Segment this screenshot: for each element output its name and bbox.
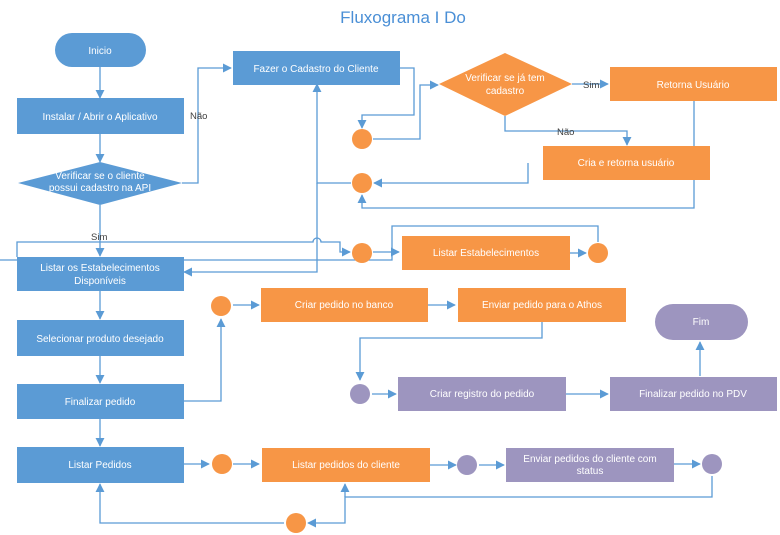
node-enviar-pedidos-status[interactable]: Enviar pedidos do cliente com status [506, 448, 674, 482]
connector-circle-h [457, 455, 477, 475]
connectors [0, 63, 713, 528]
edge-finalizar-circle [184, 318, 226, 402]
node-criar-registro-pedido[interactable]: Criar registro do pedido [398, 377, 566, 411]
svg-text:possui cadastro na API: possui cadastro na API [49, 183, 151, 194]
node-criar-pedido-banco[interactable]: Criar pedido no banco [261, 288, 428, 322]
node-finalizar-pedido-pdv[interactable]: Finalizar pedido no PDV [610, 377, 777, 411]
connector-circle-c [352, 243, 372, 263]
svg-text:Listar os Estabelecimentos: Listar os Estabelecimentos [40, 263, 160, 274]
edge-circle-back-listar [0, 225, 599, 261]
node-cria-retorna-usuario[interactable]: Cria e retorna usuário [543, 146, 710, 180]
edge-circle-verificar-cadastro [373, 80, 439, 140]
svg-text:Disponíveis: Disponíveis [74, 276, 126, 287]
edge-circle-listar-disp [183, 183, 318, 277]
node-finalizar-pedido[interactable]: Finalizar pedido [17, 384, 184, 419]
edge-cria-circle [373, 163, 529, 188]
connector-circle-a [352, 129, 372, 149]
node-listar-estabelecimentos[interactable]: Listar Estabelecimentos [402, 236, 570, 270]
svg-text:Listar Estabelecimentos: Listar Estabelecimentos [433, 248, 539, 259]
edge-label-nao-2: Não [557, 127, 574, 138]
node-listar-pedidos-cliente[interactable]: Listar pedidos do cliente [262, 448, 430, 482]
connector-circle-e [211, 296, 231, 316]
connector-circle-d [588, 243, 608, 263]
decision-verificar-cliente[interactable]: Verificar se o cliente possui cadastro n… [18, 162, 182, 205]
node-instalar-aplicativo[interactable]: Instalar / Abrir o Aplicativo [17, 98, 184, 134]
node-listar-estabelecimentos-disponiveis[interactable]: Listar os Estabelecimentos Disponíveis [17, 257, 184, 291]
node-fim[interactable]: Fim [655, 304, 748, 340]
edge-cadastro-circle [357, 67, 415, 129]
svg-text:cadastro: cadastro [486, 86, 525, 97]
svg-text:Listar Pedidos: Listar Pedidos [68, 460, 131, 471]
node-fazer-cadastro[interactable]: Fazer o Cadastro do Cliente [233, 51, 400, 85]
connector-circle-b [352, 173, 372, 193]
edge-label-sim-2: Sim [583, 80, 599, 91]
svg-text:Enviar pedido para o Athos: Enviar pedido para o Athos [482, 300, 602, 311]
svg-text:Instalar / Abrir o Aplicativo: Instalar / Abrir o Aplicativo [42, 112, 157, 123]
edge-verificar-nao-cadastro [182, 63, 232, 184]
edge-listar-disp-circle [16, 237, 351, 257]
node-enviar-pedido-athos[interactable]: Enviar pedido para o Athos [458, 288, 626, 322]
connector-circle-g [212, 454, 232, 474]
node-retorna-usuario[interactable]: Retorna Usuário [610, 67, 777, 101]
svg-text:Fim: Fim [693, 317, 710, 328]
edge-label-nao-1: Não [190, 111, 207, 122]
decision-verificar-cadastro[interactable]: Verificar se já tem cadastro [439, 53, 572, 116]
diagram-title: Fluxograma I Do [340, 8, 466, 27]
svg-text:Inicio: Inicio [88, 46, 112, 57]
svg-text:Listar pedidos do cliente: Listar pedidos do cliente [292, 460, 400, 471]
edge-nao-cria [504, 116, 632, 146]
connector-circle-j [286, 513, 306, 533]
edge-circle-cadastro [312, 83, 351, 184]
svg-text:status: status [577, 466, 604, 477]
connector-circle-f [350, 384, 370, 404]
node-inicio[interactable]: Inicio [55, 33, 146, 67]
svg-text:Retorna Usuário: Retorna Usuário [657, 80, 730, 91]
node-listar-pedidos[interactable]: Listar Pedidos [17, 447, 184, 483]
svg-text:Finalizar pedido: Finalizar pedido [65, 397, 136, 408]
svg-text:Criar pedido no banco: Criar pedido no banco [295, 300, 394, 311]
svg-text:Verificar se já tem: Verificar se já tem [465, 73, 544, 84]
svg-text:Verificar se o cliente: Verificar se o cliente [55, 171, 145, 182]
edge-circle-j-listar [95, 483, 284, 524]
svg-text:Criar registro do pedido: Criar registro do pedido [430, 389, 535, 400]
edge-athos-circle [355, 322, 543, 381]
svg-text:Enviar pedidos do cliente com: Enviar pedidos do cliente com [523, 454, 656, 465]
svg-text:Cria e retorna usuário: Cria e retorna usuário [578, 158, 675, 169]
edge-circle-i-j [307, 476, 713, 528]
node-selecionar-produto[interactable]: Selecionar produto desejado [17, 320, 184, 356]
connector-circle-i [702, 454, 722, 474]
svg-text:Selecionar produto desejado: Selecionar produto desejado [36, 334, 164, 345]
svg-text:Finalizar pedido no PDV: Finalizar pedido no PDV [639, 389, 747, 400]
svg-text:Fazer o Cadastro do Cliente: Fazer o Cadastro do Cliente [253, 64, 379, 75]
edge-label-sim-1: Sim [91, 232, 107, 243]
